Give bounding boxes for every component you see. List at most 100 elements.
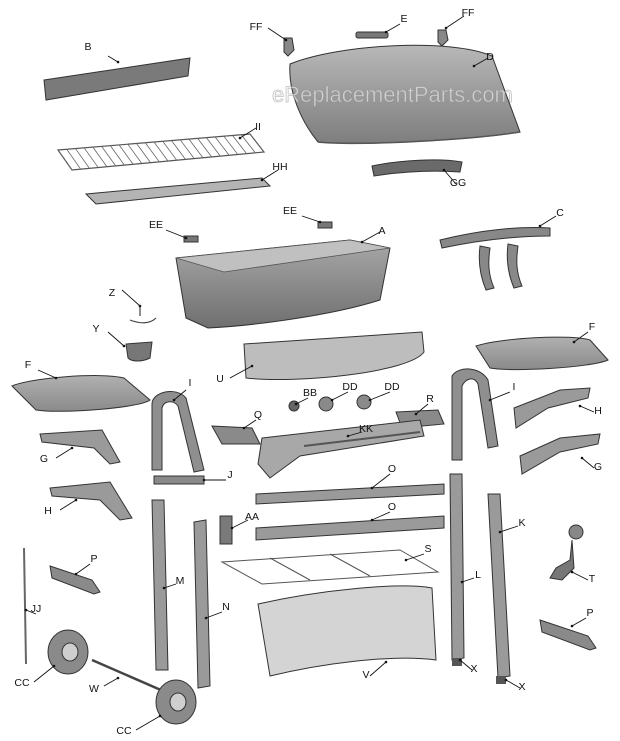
leader-line-f-right bbox=[573, 331, 589, 343]
label-dd-2: DD bbox=[384, 381, 400, 393]
part-g-bracket-left bbox=[39, 429, 121, 465]
part-n-leg bbox=[193, 519, 211, 689]
grate-wire bbox=[110, 145, 125, 166]
leader-line-s bbox=[405, 553, 425, 561]
part-f-shelf-right bbox=[475, 336, 609, 371]
label-h-right: H bbox=[594, 405, 602, 417]
part-w-axle bbox=[91, 658, 171, 696]
label-y: Y bbox=[92, 323, 99, 335]
leader-line-gg bbox=[443, 169, 457, 185]
leader-arrow-u bbox=[250, 364, 254, 368]
part-s-bottom-rack bbox=[220, 549, 440, 585]
leader-arrow-k bbox=[498, 530, 502, 534]
grate-wire bbox=[179, 139, 195, 159]
leader-arrow-ee-left bbox=[184, 236, 188, 240]
label-x-1: X bbox=[470, 663, 477, 675]
leader-line-dd-2 bbox=[369, 391, 391, 401]
part-l-leg bbox=[449, 473, 465, 661]
leader-line-b bbox=[107, 55, 119, 63]
grate-wire bbox=[171, 140, 186, 160]
leader-arrow-aa bbox=[230, 526, 234, 530]
leader-line-x-1 bbox=[459, 659, 473, 671]
part-gg-handle bbox=[371, 159, 463, 177]
leader-arrow-p-right bbox=[570, 624, 574, 628]
label-r: R bbox=[426, 393, 434, 405]
label-a: A bbox=[378, 225, 385, 237]
part-k-leg bbox=[487, 493, 511, 679]
leader-arrow-ii bbox=[238, 136, 242, 140]
leader-arrow-m bbox=[162, 586, 166, 590]
leader-line-ee-left bbox=[165, 229, 187, 239]
leader-line-v bbox=[369, 661, 387, 677]
part-t-regulator bbox=[549, 524, 584, 581]
grate-wire bbox=[83, 147, 99, 168]
leader-line-f-left bbox=[37, 369, 57, 379]
leader-line-o-1 bbox=[371, 473, 391, 489]
leader-line-h-right bbox=[579, 405, 595, 413]
leader-line-ii bbox=[239, 127, 257, 139]
label-cc-2: CC bbox=[116, 725, 132, 737]
label-cc-1: CC bbox=[14, 677, 30, 689]
grate-wire bbox=[249, 133, 265, 153]
label-w: W bbox=[89, 683, 99, 695]
leader-line-k bbox=[499, 525, 519, 533]
leader-line-i-left bbox=[173, 389, 187, 401]
part-ee-bracket-right bbox=[317, 221, 333, 229]
label-g-left: G bbox=[40, 453, 48, 465]
leader-line-jj bbox=[25, 609, 37, 615]
part-y-cup bbox=[125, 341, 153, 362]
label-gg: GG bbox=[450, 177, 466, 189]
part-c-burner bbox=[439, 227, 551, 291]
part-dd-knob-2 bbox=[356, 394, 372, 410]
label-c: C bbox=[556, 207, 564, 219]
label-q: Q bbox=[254, 409, 262, 421]
label-d: D bbox=[486, 51, 494, 63]
grate-wire bbox=[144, 142, 160, 163]
grate-wire bbox=[214, 136, 230, 156]
part-q-bracket bbox=[211, 425, 261, 445]
label-ff-left: FF bbox=[250, 21, 263, 33]
leader-arrow-ff-left bbox=[284, 38, 288, 42]
grate-wire bbox=[223, 135, 239, 155]
leader-line-hh bbox=[261, 169, 279, 181]
leader-line-c bbox=[539, 215, 557, 227]
label-f-left: F bbox=[25, 359, 31, 371]
label-e: E bbox=[400, 13, 407, 25]
leader-arrow-dd-2 bbox=[368, 398, 372, 402]
leader-arrow-p-left bbox=[74, 572, 78, 576]
part-a-firebox bbox=[175, 239, 391, 329]
leader-arrow-j bbox=[202, 478, 206, 482]
label-p-left: P bbox=[90, 553, 97, 565]
label-g-right: G bbox=[594, 461, 602, 473]
part-j-crossbar bbox=[153, 475, 205, 485]
part-hh-heat-deflector bbox=[84, 177, 272, 205]
part-x-foot-2 bbox=[496, 676, 506, 684]
leader-line-p-right bbox=[571, 617, 587, 627]
part-i-arch-left bbox=[151, 390, 205, 473]
leader-arrow-a bbox=[360, 240, 364, 244]
part-ii-cooking-grate bbox=[56, 133, 266, 171]
label-n: N bbox=[222, 601, 230, 613]
leader-arrow-r bbox=[414, 412, 418, 416]
leader-line-p-left bbox=[75, 563, 91, 575]
label-s: S bbox=[424, 543, 431, 555]
grate-wire bbox=[118, 144, 134, 165]
label-i-left: I bbox=[189, 377, 192, 389]
label-b: B bbox=[84, 41, 91, 53]
leader-line-e bbox=[385, 23, 401, 33]
part-bb-igniter-button bbox=[288, 400, 300, 412]
label-u: U bbox=[216, 373, 224, 385]
grate-wire bbox=[153, 141, 169, 162]
leader-arrow-g-left bbox=[70, 446, 74, 450]
label-f-right: F bbox=[589, 321, 595, 333]
leader-line-h-left bbox=[59, 499, 77, 511]
grate-wire bbox=[232, 135, 247, 154]
leader-line-n bbox=[205, 611, 223, 619]
grate-wire bbox=[136, 143, 151, 163]
part-g-bracket-right bbox=[519, 433, 601, 475]
leader-arrow-e bbox=[384, 30, 388, 34]
grate-wire bbox=[197, 138, 212, 158]
leader-line-dd-1 bbox=[331, 391, 349, 401]
part-m-leg bbox=[151, 499, 169, 671]
leader-arrow-cc-2 bbox=[158, 714, 162, 718]
